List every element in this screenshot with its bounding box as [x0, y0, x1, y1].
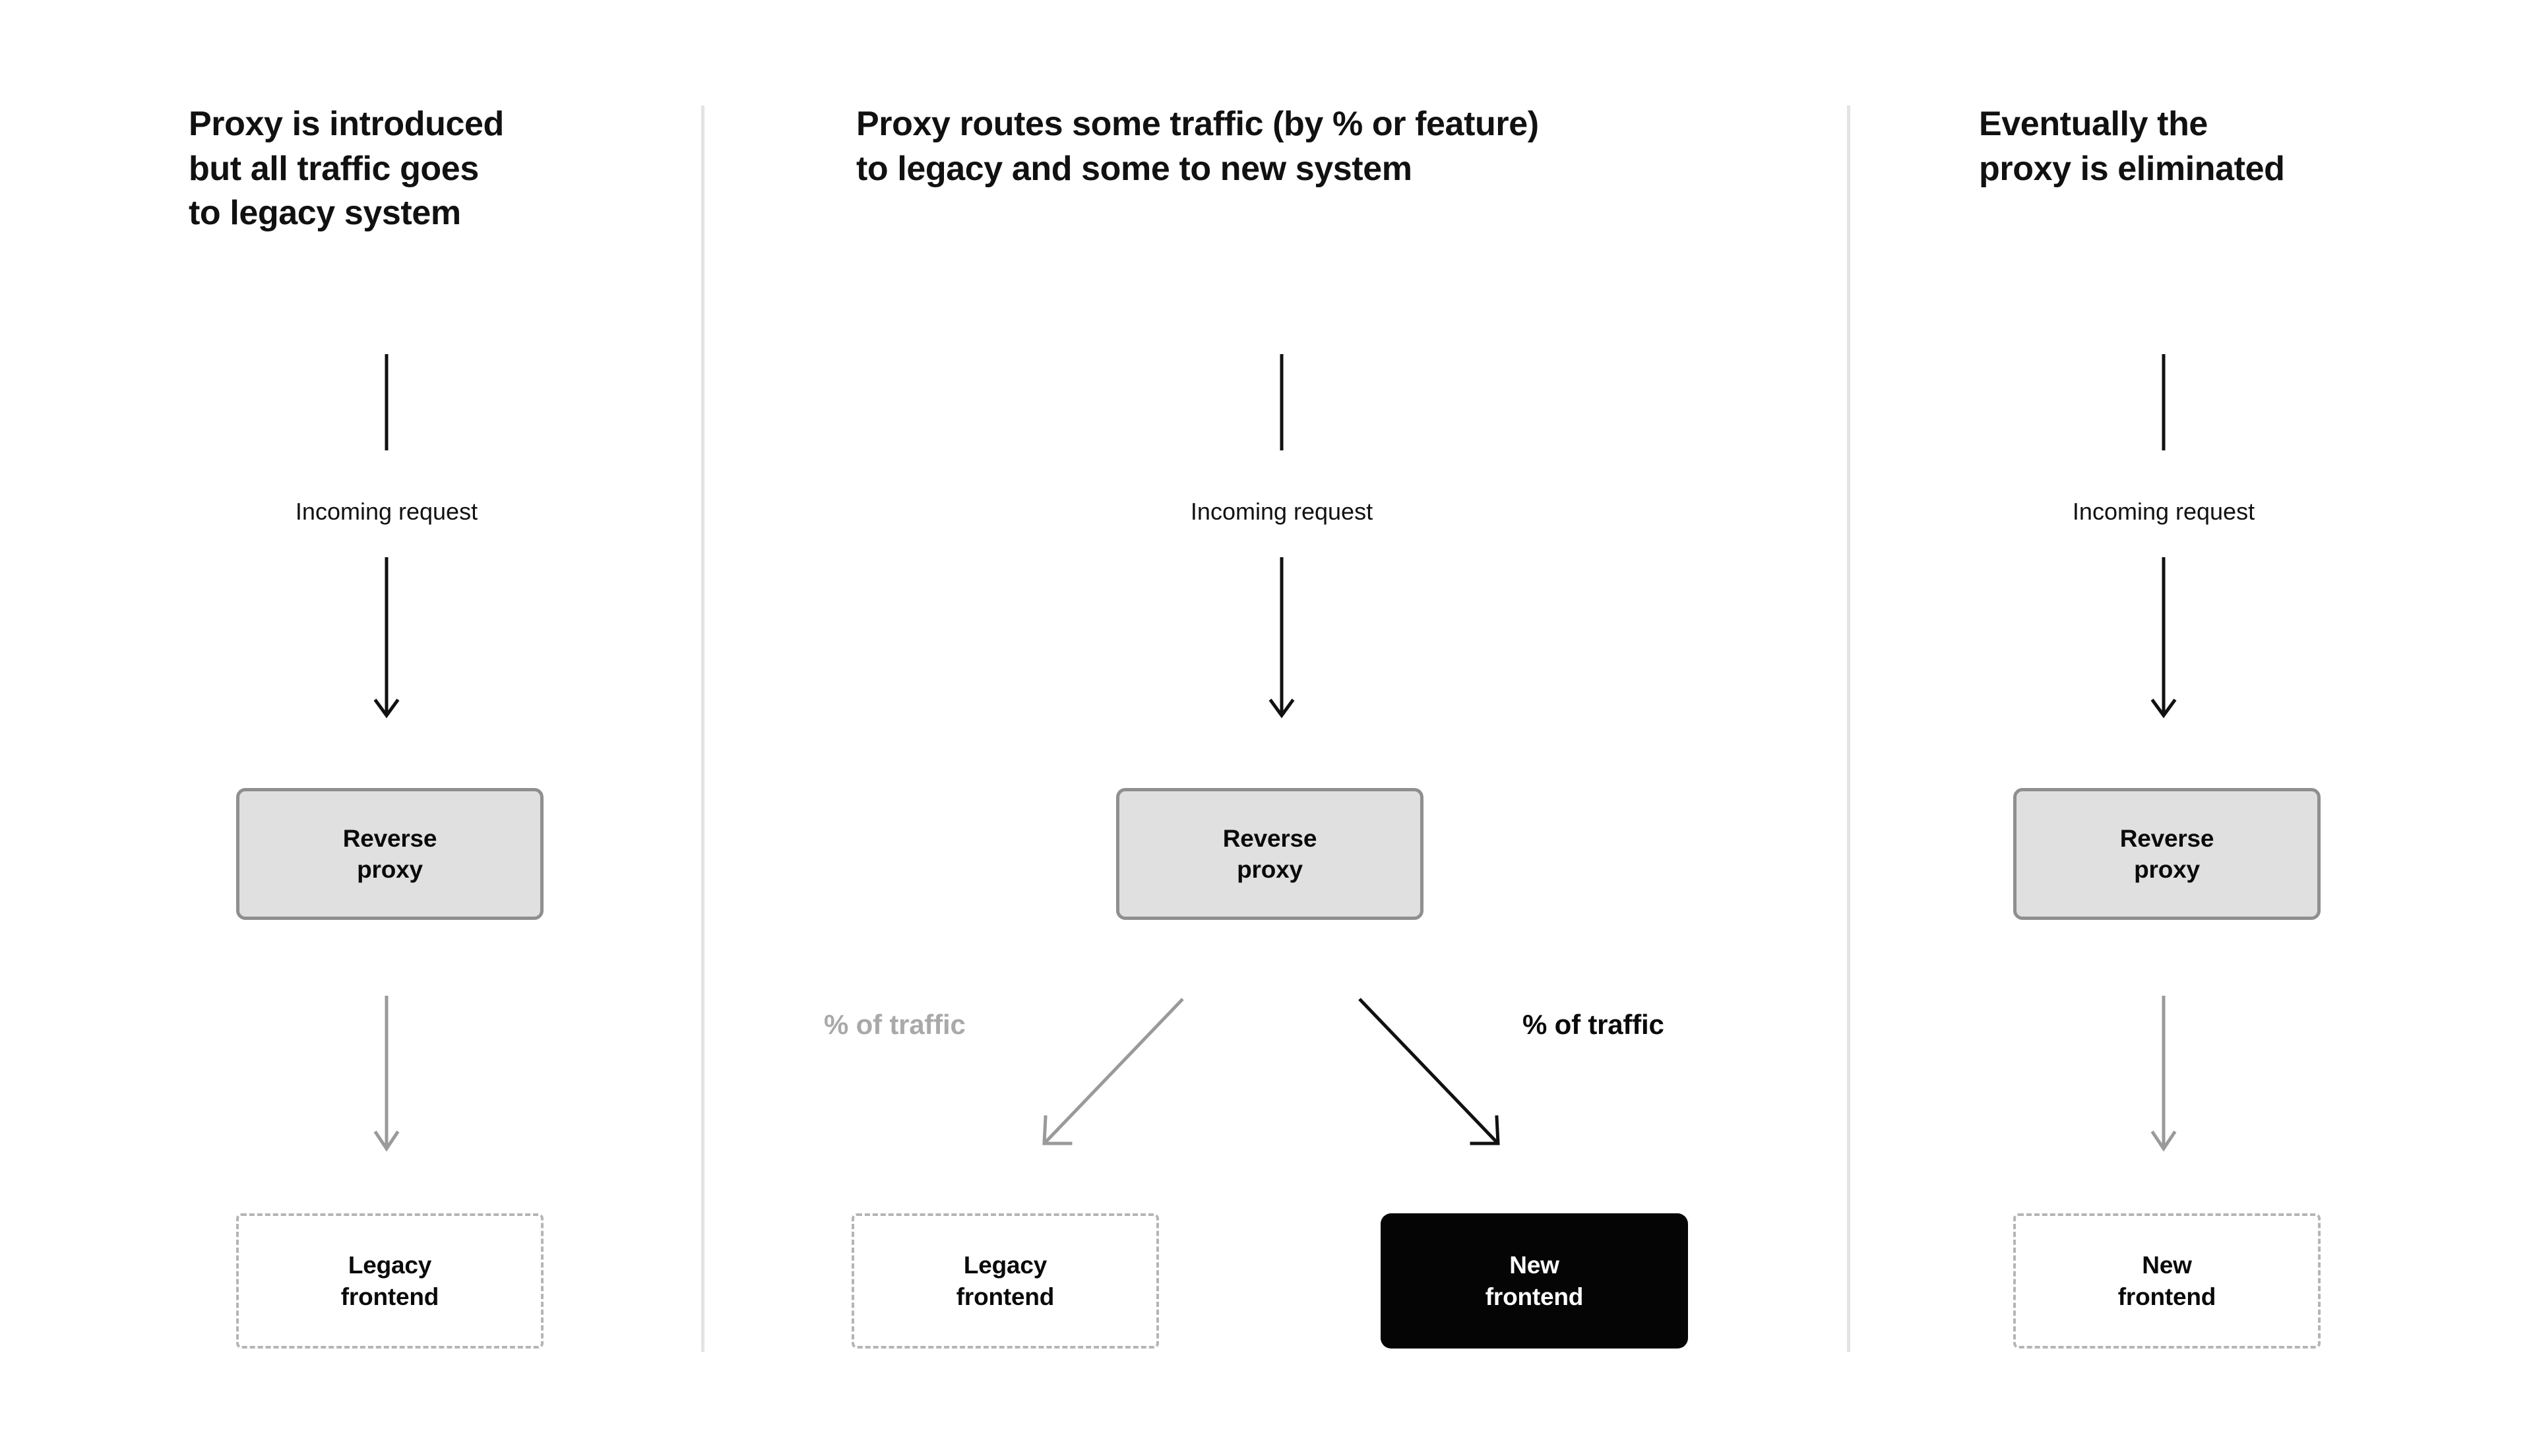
stage-2-entry-line [1280, 354, 1284, 450]
stage-2-reverse-proxy-node[interactable]: Reverse proxy [1116, 788, 1423, 920]
stage-3-title: Eventually the proxy is eliminated [1979, 105, 2285, 188]
stage-3-incoming-request-label: Incoming request [2072, 498, 2255, 525]
stage-3-reverse-proxy-node[interactable]: Reverse proxy [2013, 788, 2321, 920]
stage-1-entry-line [385, 354, 389, 450]
stage-1-arrow-to-proxy [373, 557, 400, 719]
stage-2-legacy-frontend-node[interactable]: Legacy frontend [852, 1213, 1159, 1349]
stage-1-incoming-request-label: Incoming request [295, 498, 478, 525]
stage-2-title: Proxy routes some traffic (by % or featu… [856, 105, 1539, 188]
stage-2-new-frontend-node[interactable]: New frontend [1381, 1213, 1688, 1349]
stage-1-reverse-proxy-node[interactable]: Reverse proxy [236, 788, 544, 920]
column-divider-1 [701, 106, 704, 1352]
stage-2-traffic-label-right: % of traffic [1522, 1009, 1664, 1040]
stage-column-1: Proxy is introduced but all traffic goes… [0, 0, 701, 1456]
column-divider-2 [1847, 106, 1850, 1352]
stage-2-incoming-request-label: Incoming request [1190, 498, 1373, 525]
stage-3-arrow-to-proxy [2150, 557, 2177, 719]
stage-column-3: Eventually the proxy is eliminated Incom… [1847, 0, 2533, 1456]
stage-2-branch-arrow-new [1358, 998, 1500, 1145]
stage-2-arrow-to-proxy [1268, 557, 1295, 719]
stage-column-2: Proxy routes some traffic (by % or featu… [701, 0, 1847, 1456]
stage-2-branch-arrow-legacy [1042, 998, 1184, 1145]
stage-1-legacy-frontend-node[interactable]: Legacy frontend [236, 1213, 544, 1349]
stage-3-arrow-to-new-frontend [2150, 996, 2177, 1152]
stage-3-new-frontend-node[interactable]: New frontend [2013, 1213, 2321, 1349]
stage-2-traffic-label-left: % of traffic [824, 1009, 966, 1040]
stage-1-title: Proxy is introduced but all traffic goes… [189, 105, 504, 233]
stage-3-entry-line [2162, 354, 2166, 450]
stage-1-arrow-to-legacy [373, 996, 400, 1152]
